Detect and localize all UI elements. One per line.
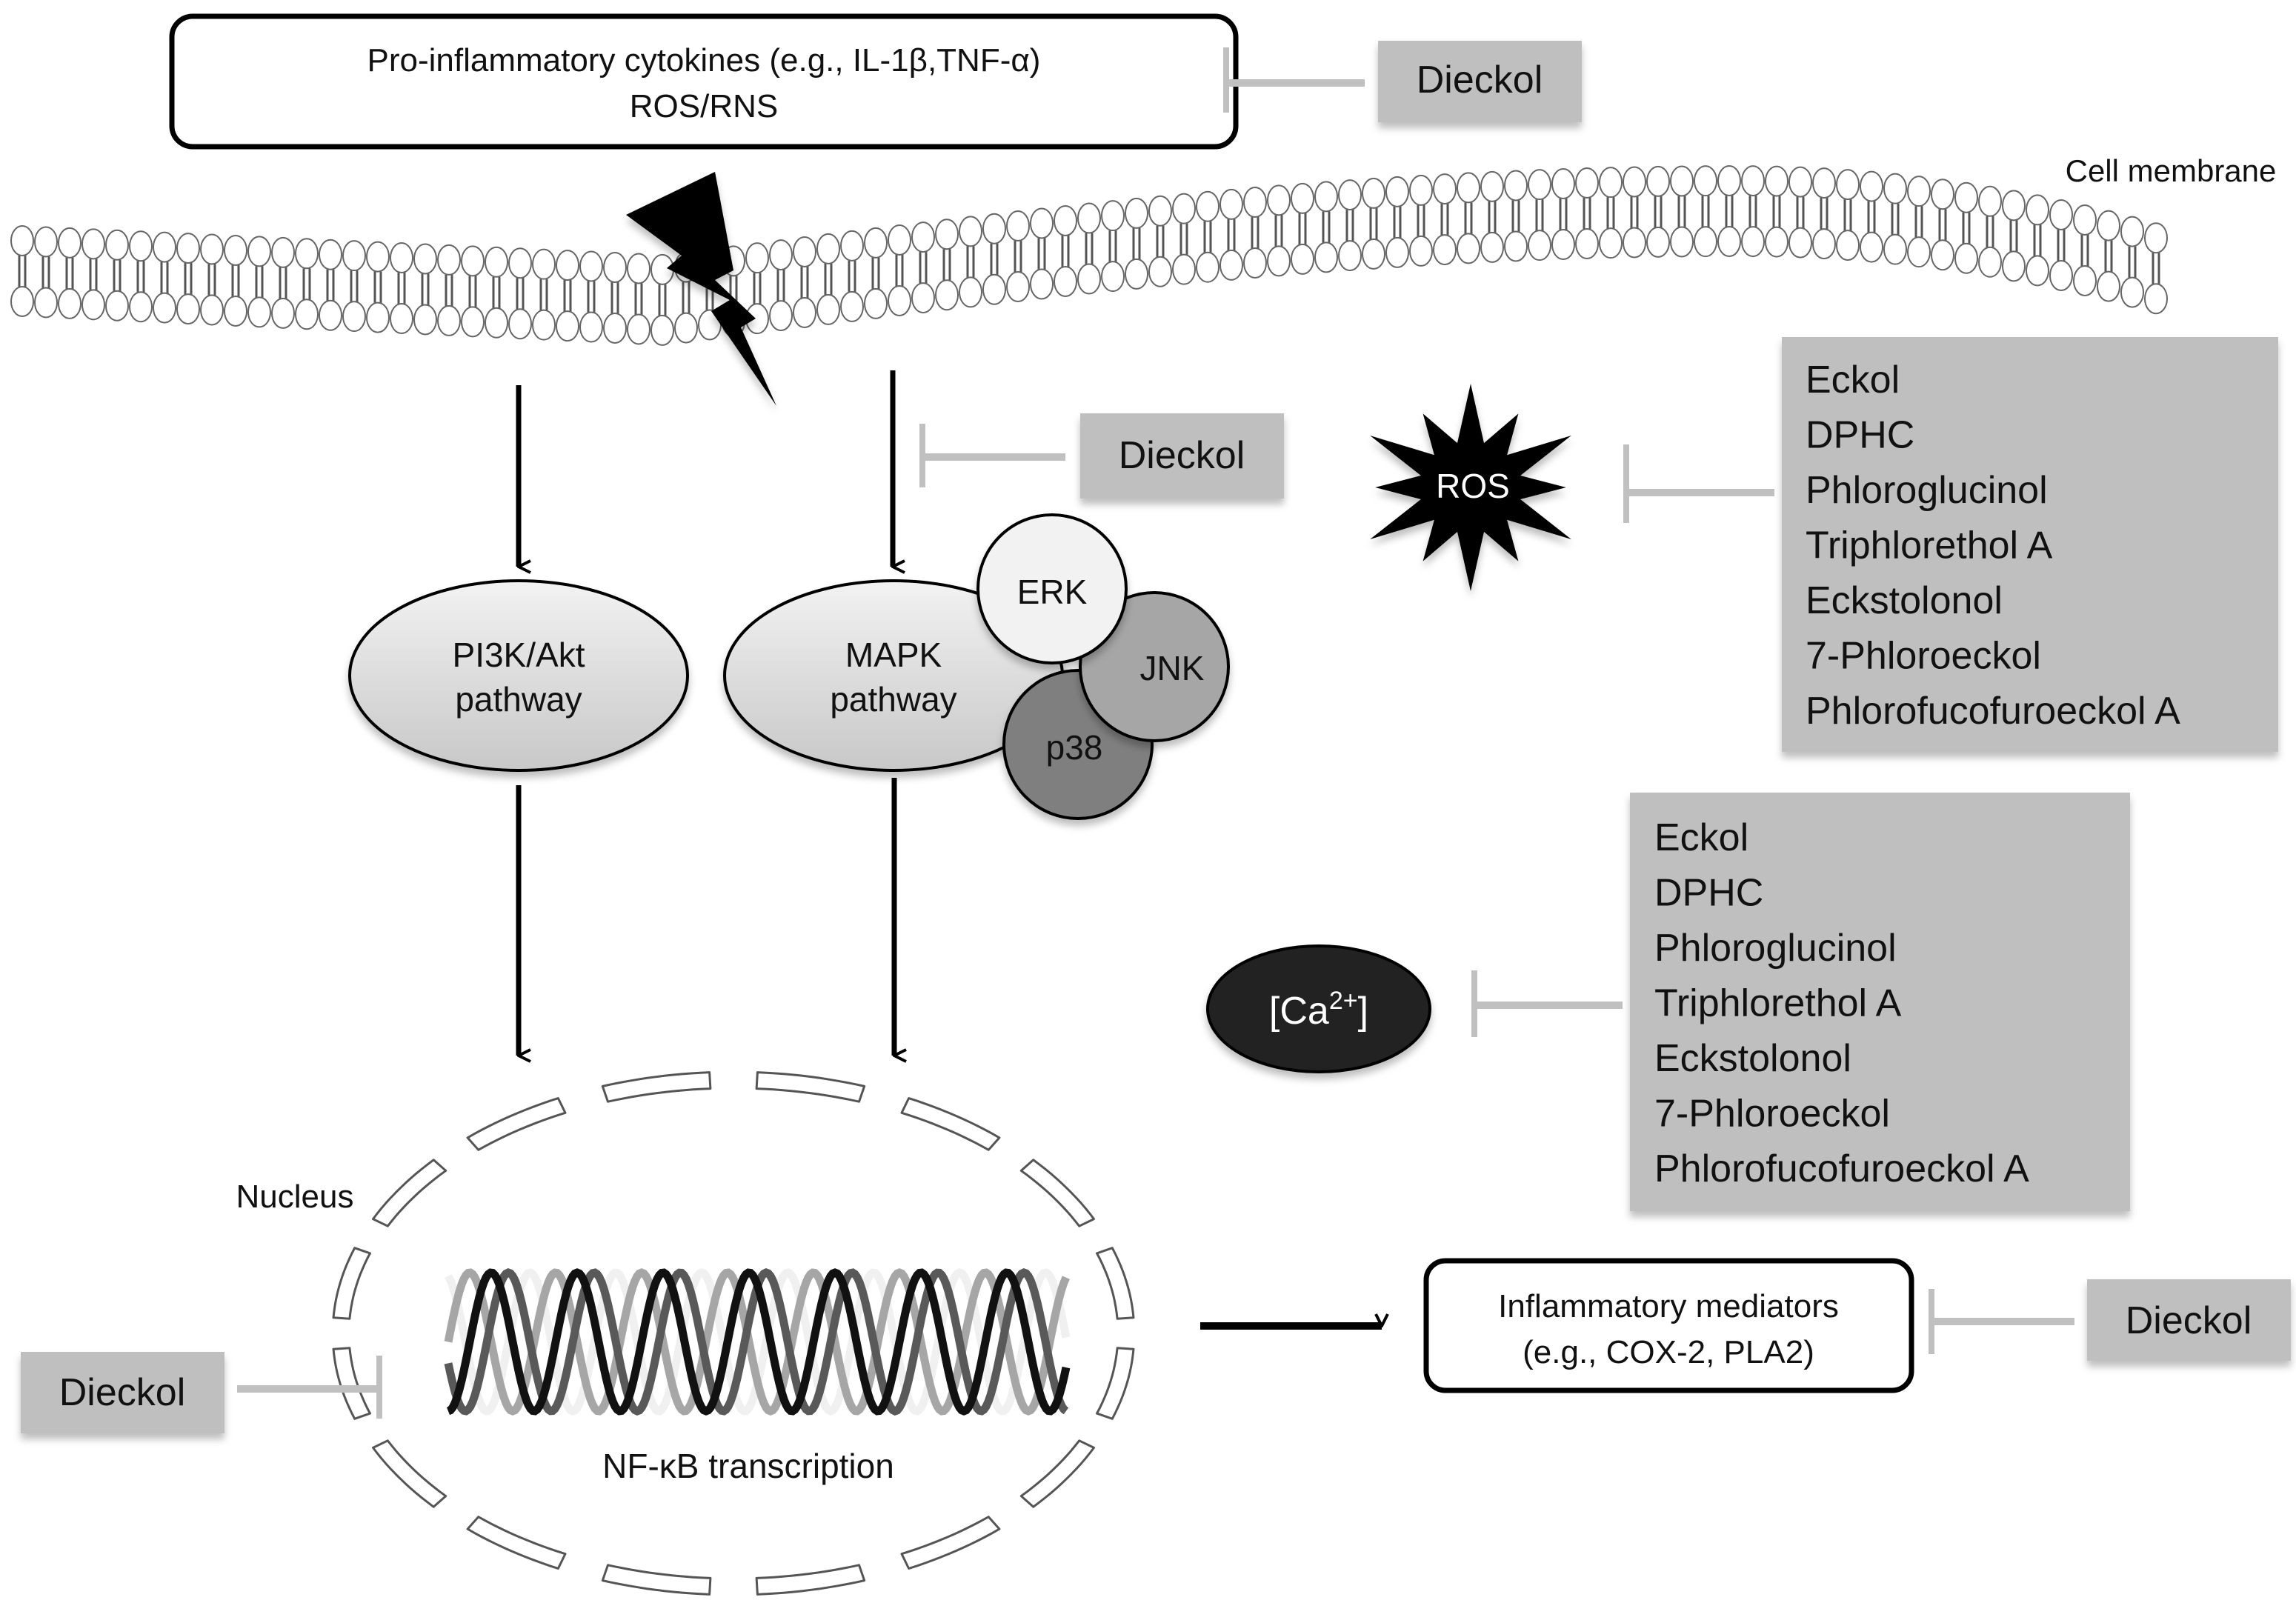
nuclear-envelope-segment [332,1247,371,1320]
erk-node: ERK [976,513,1128,664]
inhibitor-ros [1623,444,1774,523]
nucleus-label: Nucleus [236,1179,354,1215]
nuclear-envelope-segment [372,1439,447,1508]
nuclear-envelope-segment [900,1516,1001,1570]
nuclear-envelope-segment [466,1516,567,1570]
nuclear-envelope-segment [900,1097,1001,1151]
nuclear-envelope-segment [1096,1347,1135,1420]
nuclear-envelope-segment [1019,1159,1095,1227]
mediators-line1: Inflammatory mediators [1498,1288,1839,1324]
calcium-label-sup: 2+ [1329,987,1358,1015]
nuclear-envelope-segment [755,1071,866,1103]
ros-label: ROS [1436,467,1510,505]
stimulus-line2: ROS/RNS [630,88,778,124]
stimulus-line1: Pro-inflammatory cytokines (e.g., IL-1β,… [367,42,1041,79]
nucleus-envelope [332,1071,1135,1596]
dieckol-box [21,1352,224,1433]
erk-label: ERK [1017,573,1088,611]
compound-item: Phlorofucofuroeckol A [1654,1147,2029,1190]
ros-starburst: ROS [1370,384,1571,591]
pi3k-line2: pathway [455,680,582,719]
compound-item: Triphlorethol A [1806,524,2053,567]
dieckol-label: Dieckol [59,1371,186,1414]
dieckol-box [1378,41,1582,122]
stimulus-box: Pro-inflammatory cytokines (e.g., IL-1β,… [169,13,1239,150]
compound-item: Phloroglucinol [1654,927,1897,970]
cell-membrane [10,165,2168,346]
nuclear-envelope-segment [466,1097,567,1151]
mapk-line2: pathway [830,680,956,719]
compound-item: Eckstolonol [1806,579,2003,622]
calcium-node: [Ca2+] [1206,944,1431,1073]
p38-label: p38 [1046,728,1103,767]
nuclear-envelope-segment [372,1159,447,1227]
inhibitor-calcium [1471,970,1623,1037]
pi3k-akt-pathway: PI3K/Akt pathway [348,579,689,772]
mediators-box: Inflammatory mediators (e.g., COX-2, PLA… [1423,1258,1914,1393]
dieckol-label: Dieckol [1119,434,1245,477]
jnk-label: JNK [1140,649,1205,687]
dieckol-box [1080,413,1284,499]
mapk-pathway: MAPK pathway [723,579,1064,772]
compound-item: 7-Phloroeckol [1654,1093,1890,1136]
compound-item: Triphlorethol A [1654,982,1902,1025]
nuclear-envelope-segment [601,1071,712,1103]
inhibitor-mapk: Dieckol [919,413,1284,499]
inhibitor-mediators: Dieckol [1929,1279,2291,1361]
dna-strand [446,1268,1071,1416]
nfkb-transcription-label: NF-κB transcription [602,1447,894,1485]
calcium-label-base: [Ca [1269,990,1329,1033]
lightning-bolt-icon [626,172,776,406]
calcium-label: [Ca2+] [1269,987,1368,1033]
mapk-line1: MAPK [845,636,942,674]
ros-star-icon [1370,384,1571,591]
inhibitor-stimulus: Dieckol [1223,41,1582,122]
jnk-node: JNK [1079,591,1230,742]
compound-item: DPHC [1806,414,1914,457]
dieckol-label: Dieckol [2126,1299,2252,1342]
compound-item: Eckol [1654,816,1748,859]
dieckol-label: Dieckol [1417,59,1543,101]
pi3k-line1: PI3K/Akt [453,636,585,674]
compound-item: DPHC [1654,872,1763,915]
nuclear-envelope-segment [755,1564,866,1596]
nuclear-envelope-segment [332,1347,371,1420]
compound-item: Phlorofucofuroeckol A [1806,690,2180,733]
nuclear-envelope-segment [601,1564,712,1596]
compound-item: Eckol [1806,359,1900,401]
mediators-line2: (e.g., COX-2, PLA2) [1523,1334,1814,1370]
compound-item: Phloroglucinol [1806,469,2048,512]
nuclear-envelope-segment [1019,1439,1095,1508]
calcium-label-end: ] [1358,990,1368,1033]
cell-membrane-label: Cell membrane [2066,153,2277,188]
dieckol-box [2087,1279,2291,1361]
inhibitor-nucleus: Dieckol [21,1352,382,1433]
dna-helix-icon [444,1268,1071,1416]
compound-item: Eckstolonol [1654,1037,1851,1080]
nuclear-envelope-segment [1096,1247,1135,1320]
compound-item: 7-Phloroeckol [1806,635,2041,678]
